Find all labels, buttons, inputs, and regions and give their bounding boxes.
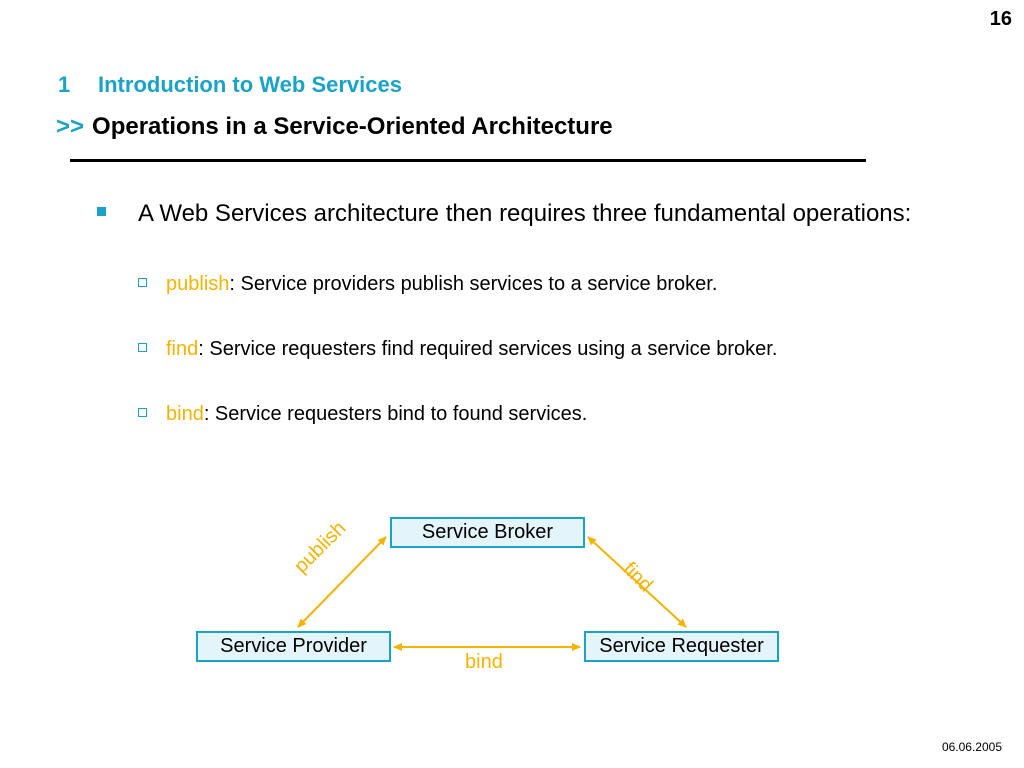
sub-bullet-publish: publish: Service providers publish servi…	[138, 273, 717, 296]
title-text: Operations in a Service-Oriented Archite…	[92, 113, 613, 140]
chapter-heading: 1 Introduction to Web Services	[58, 72, 402, 98]
sub-bullet-keyword: find	[166, 338, 199, 360]
service-broker-box: Service Broker	[390, 517, 585, 548]
sub-bullet-keyword: bind	[166, 403, 204, 425]
sub-bullet-find: find: Service requesters find required s…	[138, 338, 777, 361]
publish-arrow	[297, 536, 387, 628]
slide-date: 06.06.2005	[941, 740, 1002, 754]
sub-bullet-text: : Service requesters find required servi…	[198, 338, 778, 360]
open-square-bullet-icon	[138, 343, 147, 353]
open-square-bullet-icon	[138, 278, 147, 288]
bind-edge-label: bind	[465, 651, 503, 673]
title-arrow: >>	[56, 113, 85, 140]
slide-title: >> Operations in a Service-Oriented Archi…	[56, 113, 613, 141]
sub-bullet-text: : Service requesters bind to found servi…	[203, 403, 588, 425]
chapter-title: Introduction to Web Services	[98, 72, 402, 97]
find-arrow	[587, 536, 687, 628]
main-bullet-text: A Web Services architecture then require…	[138, 200, 912, 227]
open-square-bullet-icon	[138, 408, 147, 418]
page-number: 16	[989, 8, 1012, 30]
service-requester-box: Service Requester	[584, 631, 779, 662]
chapter-number: 1	[58, 72, 71, 97]
service-provider-box: Service Provider	[196, 631, 391, 662]
title-divider	[70, 159, 866, 162]
sub-bullet-text: : Service providers publish services to …	[229, 273, 718, 295]
filled-square-bullet-icon	[97, 207, 106, 217]
sub-bullet-bind: bind: Service requesters bind to found s…	[138, 403, 587, 426]
sub-bullet-keyword: publish	[166, 273, 230, 295]
main-bullet: A Web Services architecture then require…	[97, 200, 911, 228]
